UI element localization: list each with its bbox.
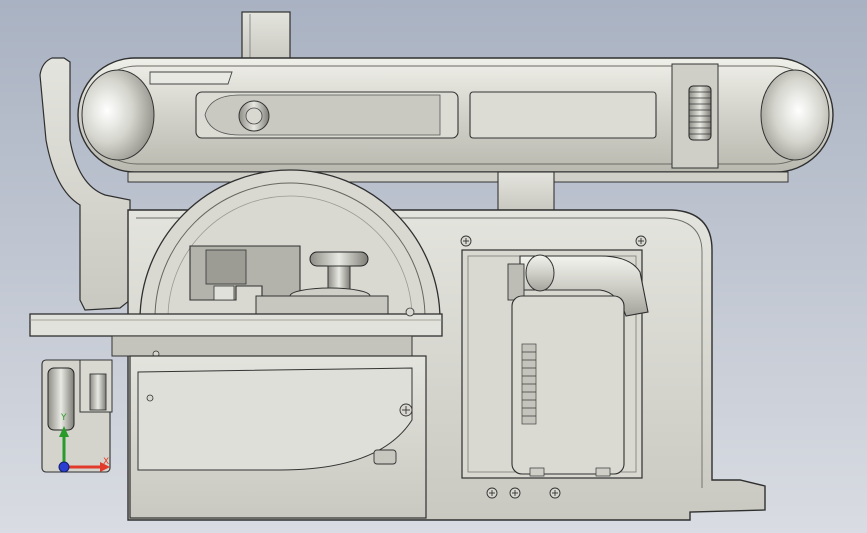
table-tilt-knob[interactable] — [47, 367, 75, 431]
belt-mount-tab — [497, 171, 555, 211]
left-support-bracket — [39, 57, 131, 311]
triad-y-label: Y — [61, 413, 67, 423]
capacitor-box — [511, 295, 625, 475]
tracking-knob[interactable] — [688, 85, 712, 141]
orientation-triad — [58, 426, 110, 473]
belt-cover-panel — [469, 91, 657, 139]
work-table[interactable] — [29, 313, 443, 337]
dust-port-slot — [373, 449, 397, 465]
miter-lock-knob[interactable] — [309, 251, 369, 267]
left-belt-drum — [81, 69, 155, 161]
triad-x-label: X — [103, 457, 110, 467]
top-mount-block — [241, 11, 291, 63]
triad-origin — [58, 461, 70, 473]
right-belt-drum — [760, 69, 830, 161]
